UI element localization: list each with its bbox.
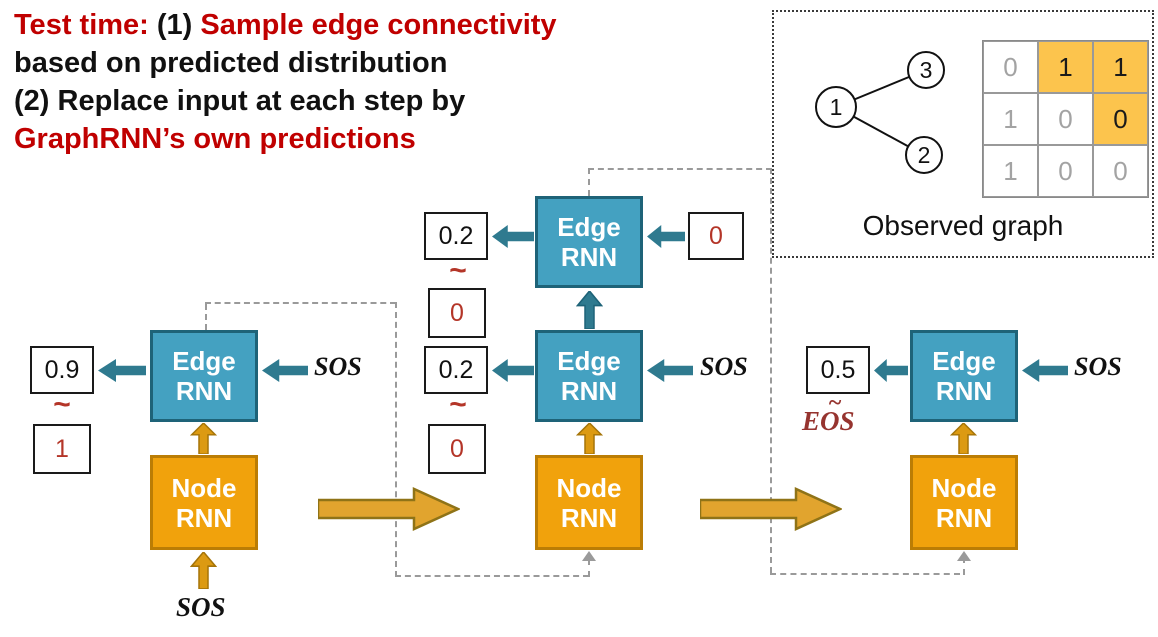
adjacency-matrix: 0 1 1 1 0 0 1 0 0 [982,40,1149,198]
eos-label-step3: ~EOS [802,390,855,437]
matrix-cell: 0 [1093,93,1148,145]
left-arrow-icon [1022,358,1068,383]
title-test-time: Test time: [14,9,157,41]
matrix-cell: 0 [1038,145,1093,197]
big-right-arrow-icon [700,487,842,531]
matrix-cell: 0 [1038,93,1093,145]
edge-rnn-label: Edge [557,212,621,242]
sos-label-step1: SOS [314,352,362,381]
prob-box-step2-upper: 0.2 [424,212,488,260]
title-step1-num: (1) [156,9,201,41]
big-right-arrow-icon [318,487,460,531]
dashed-feedback-line [588,168,772,170]
input-box-step2-upper: 0 [688,212,744,260]
dashed-feedback-line [770,168,772,573]
matrix-cell: 1 [1038,41,1093,93]
edge-rnn-step2-lower: Edge RNN [535,330,643,422]
node-rnn-label: Node [556,472,622,503]
dashed-feedback-line [205,304,207,330]
sos-label-step2: SOS [700,352,748,381]
node-rnn-label: Node [931,472,997,503]
node-rnn-label: RNN [560,502,618,533]
sample-box-step1: 1 [33,424,91,474]
up-arrow-icon [950,423,977,454]
eos-text: EOS [802,406,855,436]
dashed-arrowhead-icon [582,551,596,561]
sample-tilde-step1: ~ [53,388,71,421]
dashed-feedback-line [770,573,960,575]
matrix-cell: 1 [983,145,1038,197]
edge-rnn-label: RNN [560,242,618,272]
graph-node-2: 2 [905,136,943,174]
graph-node-3: 3 [907,51,945,89]
edge-rnn-label: Edge [172,346,236,376]
left-arrow-icon [492,358,534,383]
left-arrow-icon [647,224,685,249]
title-line-4: GraphRNN’s own predictions [14,123,416,155]
node-rnn-step3: Node RNN [910,455,1018,550]
prob-box-step1: 0.9 [30,346,94,394]
title-line-2: based on predicted distribution [14,47,448,79]
dashed-feedback-line [395,575,589,577]
left-arrow-icon [98,358,146,383]
edge-rnn-label: RNN [560,376,618,406]
prob-box-step2-lower: 0.2 [424,346,488,394]
dashed-feedback-line [588,559,590,577]
title-sample-edge: Sample edge connectivity [200,9,557,41]
sample-tilde-step2-lower: ~ [449,388,467,421]
left-arrow-icon [874,358,908,383]
node-rnn-label: RNN [175,502,233,533]
sample-tilde-step2-upper: ~ [449,254,467,287]
dashed-feedback-line [963,557,965,575]
matrix-cell: 1 [983,93,1038,145]
sample-box-step2-upper: 0 [428,288,486,338]
edge-rnn-step3: Edge RNN [910,330,1018,422]
graph-node-1: 1 [815,86,857,128]
edge-rnn-label: RNN [175,376,233,406]
matrix-cell: 0 [1093,145,1148,197]
sos-label-step3: SOS [1074,352,1122,381]
edge-rnn-step2-upper: Edge RNN [535,196,643,288]
observed-graph-panel: 1 3 2 0 1 1 1 0 0 1 0 0 Observed graph [772,10,1154,258]
edge-rnn-label: Edge [932,346,996,376]
matrix-cell: 0 [983,41,1038,93]
left-arrow-icon [647,358,693,383]
observed-graph-caption: Observed graph [862,210,1064,241]
up-arrow-icon [576,423,603,454]
up-arrow-icon [576,291,603,329]
edge-rnn-step1: Edge RNN [150,330,258,422]
left-arrow-icon [492,224,534,249]
title-block: Test time: (1) Sample edge connectivity … [14,6,557,158]
left-arrow-icon [262,358,308,383]
sos-label-node-input: SOS [176,592,226,622]
title-line-1: Test time: (1) Sample edge connectivity [14,6,557,44]
dashed-feedback-line [588,168,590,196]
node-rnn-step2: Node RNN [535,455,643,550]
edge-rnn-label: RNN [935,376,993,406]
title-line-3: (2) Replace input at each step by [14,85,466,117]
prob-box-step3: 0.5 [806,346,870,394]
sample-box-step2-lower: 0 [428,424,486,474]
dashed-arrowhead-icon [957,551,971,561]
node-rnn-label: Node [171,472,237,503]
node-rnn-step1: Node RNN [150,455,258,550]
up-arrow-icon [190,423,217,454]
node-rnn-label: RNN [935,502,993,533]
up-arrow-icon [190,552,217,589]
dashed-feedback-line [205,302,396,304]
dashed-feedback-line [395,302,397,577]
eos-tilde: ~ [828,390,842,416]
matrix-cell: 1 [1093,41,1148,93]
edge-rnn-label: Edge [557,346,621,376]
